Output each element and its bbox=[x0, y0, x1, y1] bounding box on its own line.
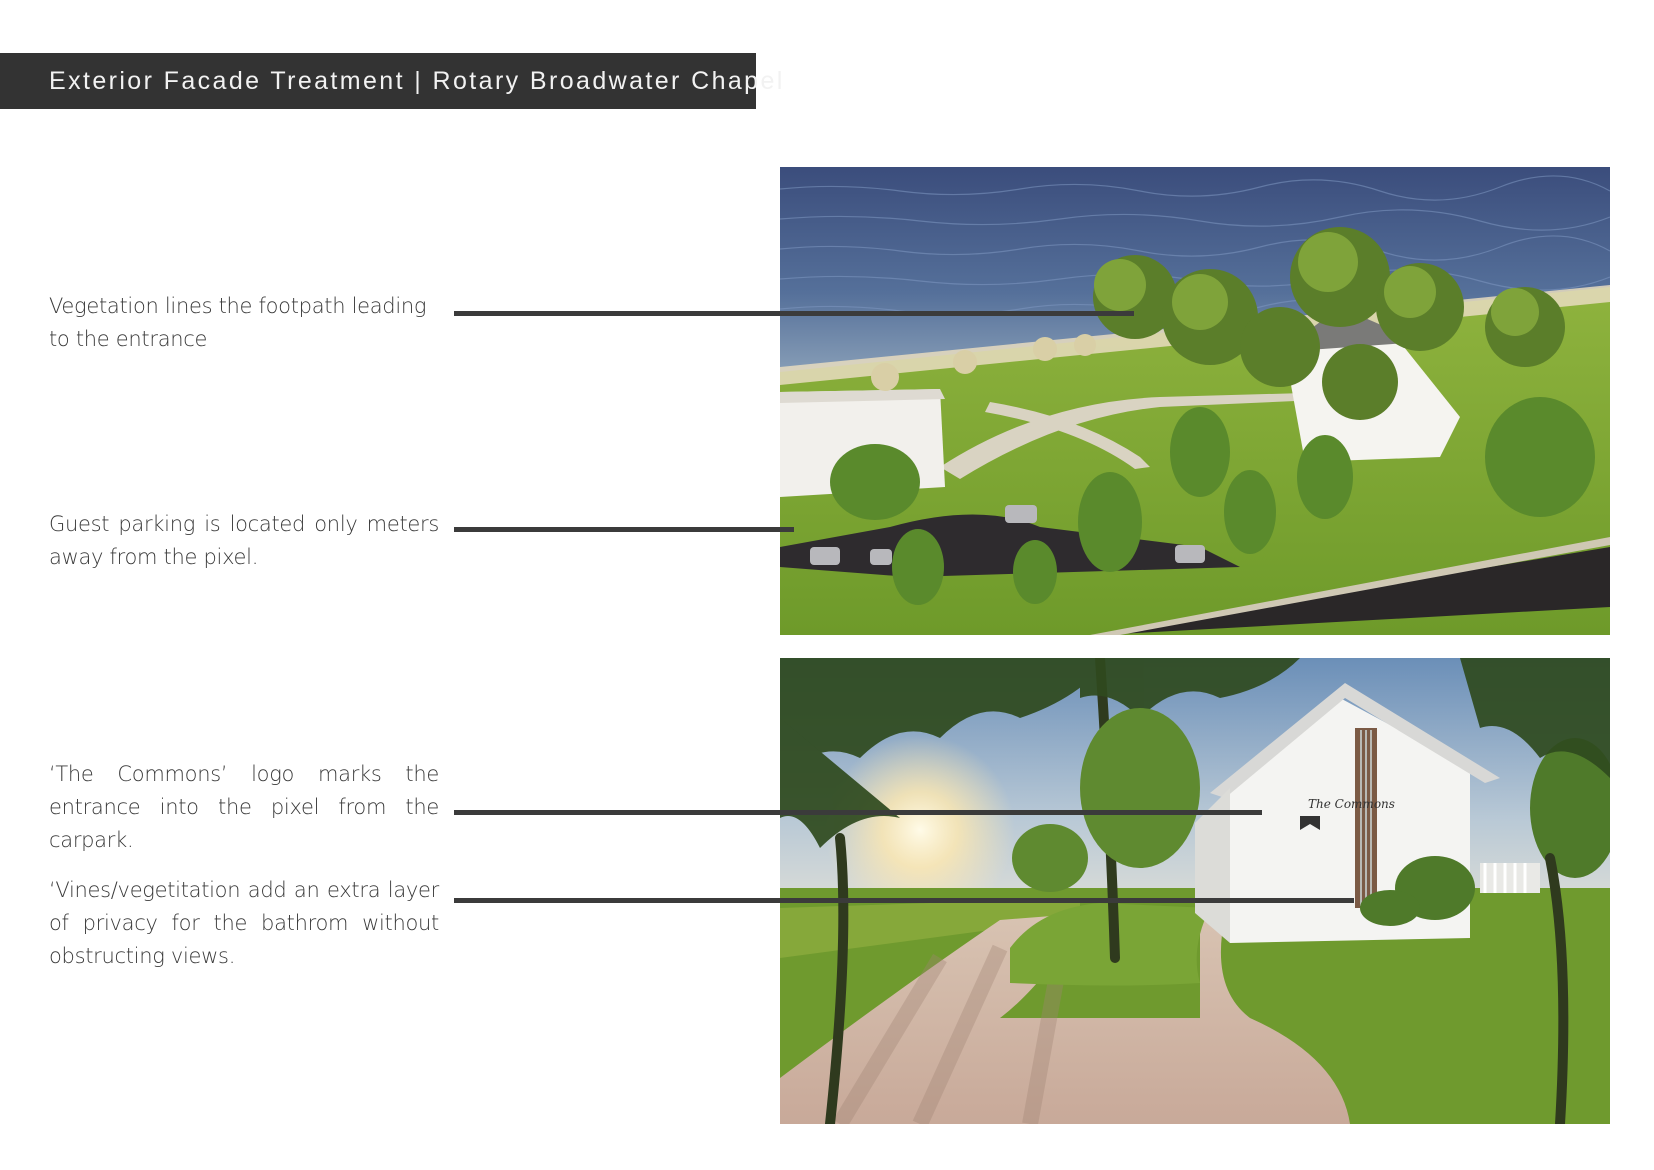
aerial-render-image bbox=[780, 167, 1610, 635]
leader-line-commons-logo bbox=[454, 810, 1262, 815]
annotation-guest-parking: Guest parking is located only meters awa… bbox=[49, 512, 439, 569]
commons-sign-text: The Commons bbox=[1308, 797, 1395, 811]
leader-line-parking bbox=[454, 527, 794, 532]
render-aerial-view bbox=[780, 167, 1610, 635]
entrance-render-image: The Commons bbox=[780, 658, 1610, 1124]
render-entrance-view: The Commons bbox=[780, 658, 1610, 1124]
leader-line-vines bbox=[454, 898, 1354, 903]
page-title-bar: Exterior Facade Treatment | Rotary Broad… bbox=[0, 53, 782, 109]
page-title: Exterior Facade Treatment | Rotary Broad… bbox=[49, 66, 785, 95]
annotation-vegetation-footpath: Vegetation lines the footpath leading to… bbox=[49, 294, 427, 351]
annotation-vines-privacy: ‘Vines/vegetitation add an extra layer o… bbox=[49, 878, 439, 968]
annotation-commons-logo: ‘The Commons’ logo marks the entrance in… bbox=[49, 762, 439, 852]
leader-line-vegetation bbox=[454, 311, 1134, 316]
